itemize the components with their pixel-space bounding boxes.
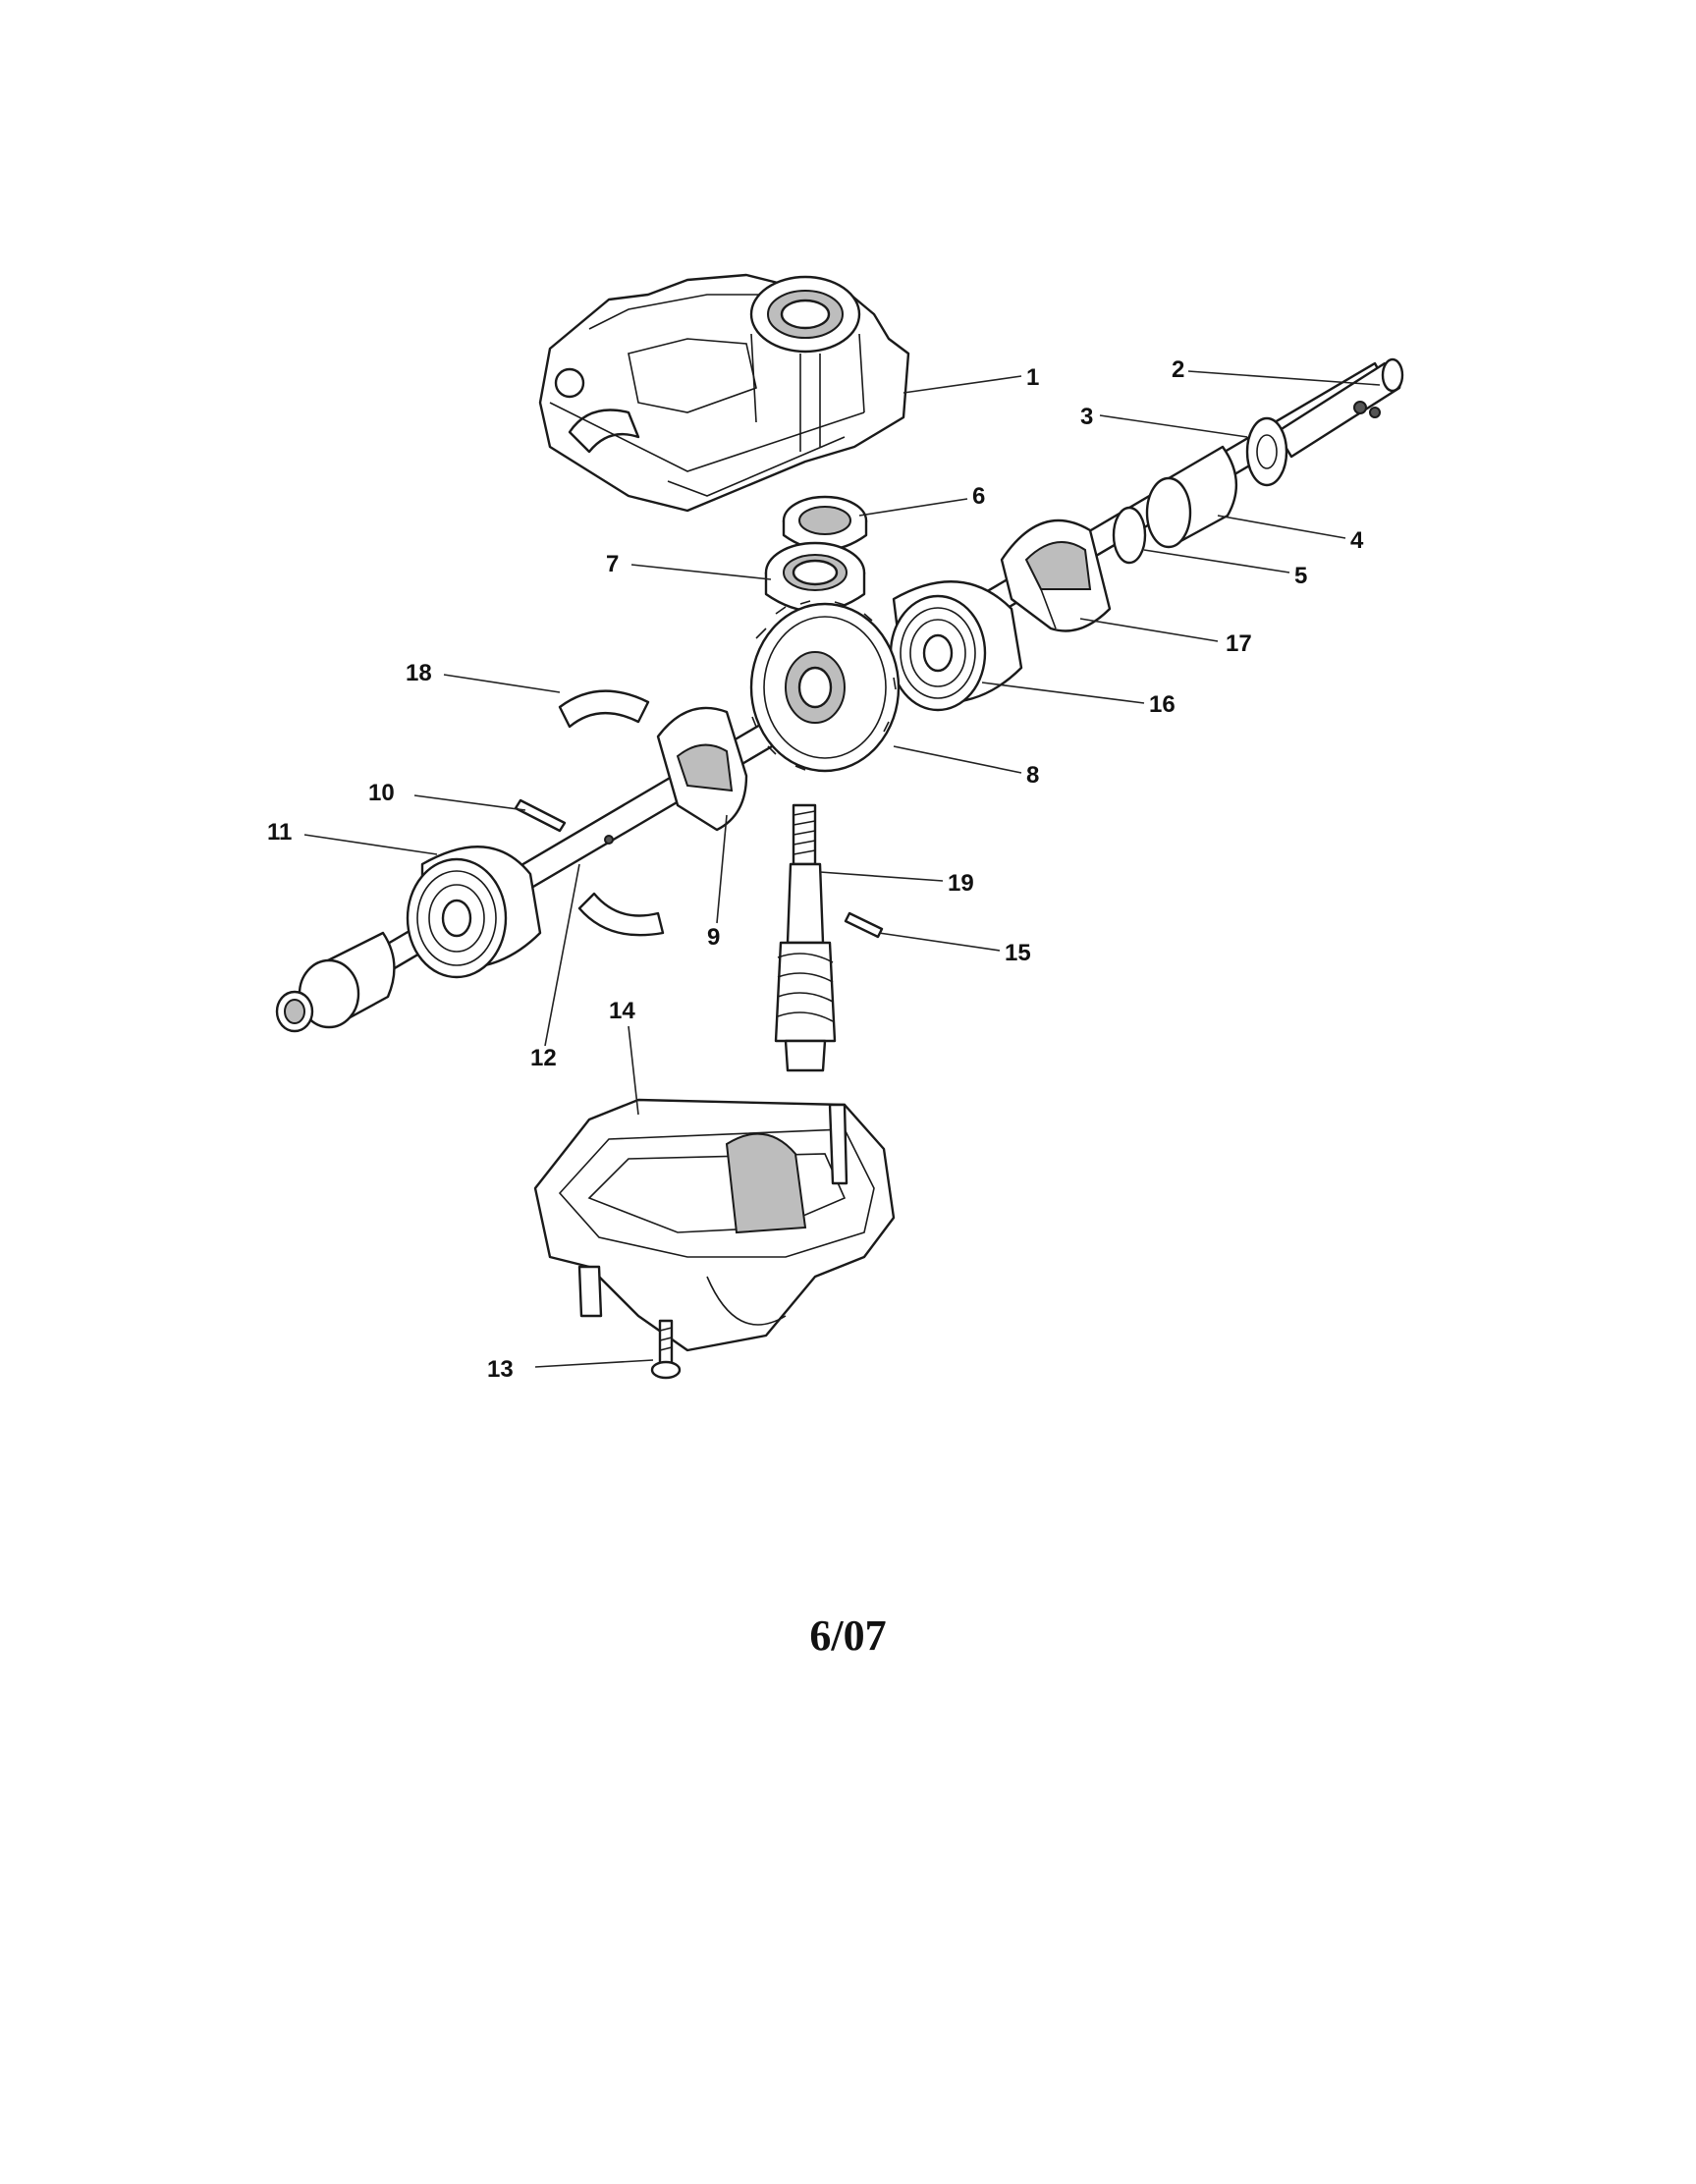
part-bearing-small [782,495,868,552]
callout-4: 4 [1350,527,1364,554]
callout-14: 14 [609,998,635,1024]
part-clutch-plate-right [1000,519,1112,632]
part-clutch-plate-left [656,706,748,832]
part-pulley-right [889,580,1023,712]
part-worm-shaft [774,803,837,1072]
part-bearing-large [764,541,866,613]
callout-18: 18 [406,660,432,686]
callout-5: 5 [1294,563,1307,589]
part-screw [650,1319,682,1380]
callout-13: 13 [487,1356,514,1383]
part-half-shell [558,689,665,937]
part-worm-gear [749,600,901,773]
part-lower-housing [533,1098,896,1352]
part-pin-left [514,798,567,833]
callout-1: 1 [1026,364,1039,391]
leader-lines [303,370,1381,1368]
part-axle-left-end [275,931,396,1033]
callout-3: 3 [1080,404,1093,430]
footer-date: 6/07 [809,1611,887,1660]
callout-6: 6 [972,483,985,510]
part-axle-end [1275,357,1404,459]
callout-17: 17 [1226,630,1252,657]
part-pulley-left [406,846,542,979]
part-collar [1112,506,1147,565]
part-upper-housing [538,273,910,513]
callout-2: 2 [1172,356,1184,383]
callout-8: 8 [1026,762,1039,789]
callout-12: 12 [530,1045,557,1071]
callout-7: 7 [606,551,619,577]
callout-9: 9 [707,924,720,951]
callout-16: 16 [1149,691,1176,718]
callout-labels: 1 2 3 4 5 6 7 8 9 10 11 12 13 14 15 16 1… [267,356,1364,1383]
callout-10: 10 [368,780,395,806]
callout-19: 19 [948,870,974,897]
callout-15: 15 [1005,940,1031,966]
callout-11: 11 [267,819,292,846]
part-spacer [1145,445,1238,549]
part-washer [1245,416,1288,487]
part-pin-right [844,911,884,939]
